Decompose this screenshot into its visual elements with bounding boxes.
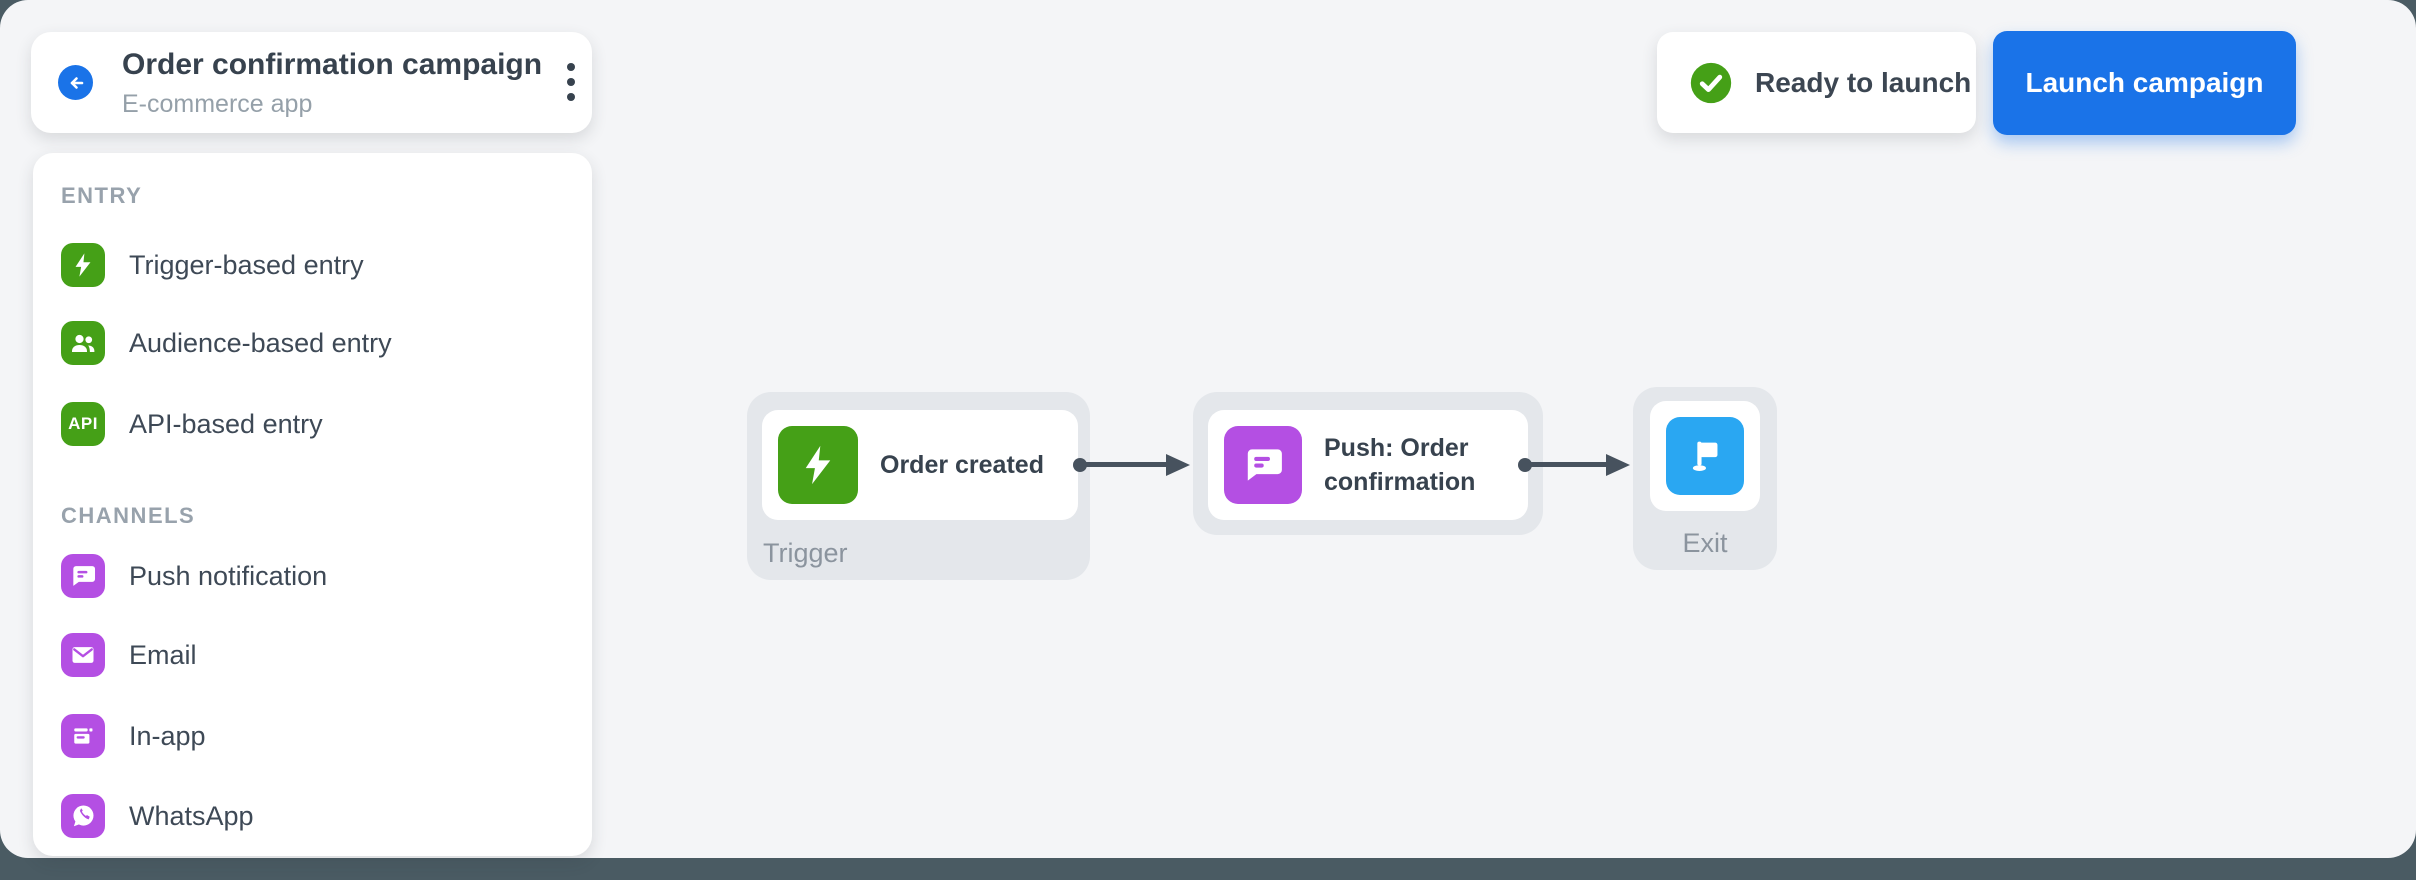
- check-circle-icon: [1689, 61, 1733, 105]
- sidebar-item-api-based-entry[interactable]: API API-based entry: [61, 402, 561, 446]
- flow-node-push[interactable]: Push: Order confirmation: [1193, 392, 1543, 535]
- arrow-left-icon: [66, 73, 86, 93]
- sidebar-item-label: Trigger-based entry: [129, 249, 364, 280]
- chat-bubble-icon: [1224, 426, 1302, 504]
- api-icon: API: [61, 402, 105, 446]
- status-badge: Ready to launch: [1657, 32, 1976, 133]
- flow-node-title: Order created: [880, 451, 1044, 479]
- flow-node-title: Push: Order confirmation: [1324, 434, 1476, 496]
- flow-node-trigger[interactable]: Order created Trigger: [747, 392, 1090, 580]
- sidebar-item-in-app[interactable]: In-app: [61, 714, 561, 758]
- page-title: Order confirmation campaign: [122, 48, 543, 81]
- launch-campaign-label: Launch campaign: [2025, 67, 2264, 98]
- flow-node-exit[interactable]: Exit: [1633, 387, 1777, 570]
- output-port[interactable]: [1518, 458, 1532, 472]
- sidebar-item-label: API-based entry: [129, 408, 323, 439]
- connector-arrow-icon: [1606, 454, 1630, 476]
- flow-node-type-label: Trigger: [763, 538, 848, 568]
- flow-node-type-label: Exit: [1682, 528, 1728, 558]
- envelope-icon: [61, 633, 105, 677]
- blocks-sidebar: ENTRY Trigger-based entry Audience-based…: [33, 153, 592, 856]
- page-subtitle: E-commerce app: [122, 90, 313, 118]
- sidebar-item-audience-based-entry[interactable]: Audience-based entry: [61, 321, 561, 365]
- audience-icon: [61, 321, 105, 365]
- sidebar-item-label: Audience-based entry: [129, 327, 392, 358]
- lightning-icon: [61, 243, 105, 287]
- sidebar-item-label: In-app: [129, 720, 206, 751]
- sidebar-item-whatsapp[interactable]: WhatsApp: [61, 794, 561, 838]
- section-title-entry: ENTRY: [61, 183, 143, 208]
- flag-icon: [1666, 417, 1744, 495]
- status-label: Ready to launch: [1755, 66, 1972, 98]
- sidebar-item-label: WhatsApp: [129, 800, 254, 831]
- flow-node-card: Push: Order confirmation: [1208, 410, 1528, 520]
- chat-bubble-icon: [61, 554, 105, 598]
- whatsapp-icon: [61, 794, 105, 838]
- sidebar-item-push-notification[interactable]: Push notification: [61, 554, 561, 598]
- kebab-menu-icon: [566, 61, 576, 105]
- flow-node-card: [1650, 401, 1760, 511]
- sidebar-item-label: Push notification: [129, 560, 328, 591]
- campaign-builder-page: Order confirmation campaign E-commerce a…: [0, 0, 2416, 858]
- api-icon-text: API: [68, 414, 98, 433]
- sidebar-item-label: Email: [129, 639, 197, 670]
- campaign-header-card: Order confirmation campaign E-commerce a…: [31, 32, 592, 133]
- inapp-window-icon: [61, 714, 105, 758]
- connector-line: [1529, 462, 1608, 467]
- sidebar-item-email[interactable]: Email: [61, 633, 561, 677]
- section-title-channels: CHANNELS: [61, 503, 196, 528]
- connector-line: [1084, 462, 1168, 467]
- sidebar-item-trigger-based-entry[interactable]: Trigger-based entry: [61, 243, 561, 287]
- flow-node-card: Order created: [762, 410, 1078, 520]
- more-options-button[interactable]: [555, 60, 587, 106]
- lightning-icon: [778, 426, 858, 504]
- connector-arrow-icon: [1166, 454, 1190, 476]
- output-port[interactable]: [1073, 458, 1087, 472]
- back-button[interactable]: [58, 65, 93, 100]
- launch-campaign-button[interactable]: Launch campaign: [1993, 31, 2296, 135]
